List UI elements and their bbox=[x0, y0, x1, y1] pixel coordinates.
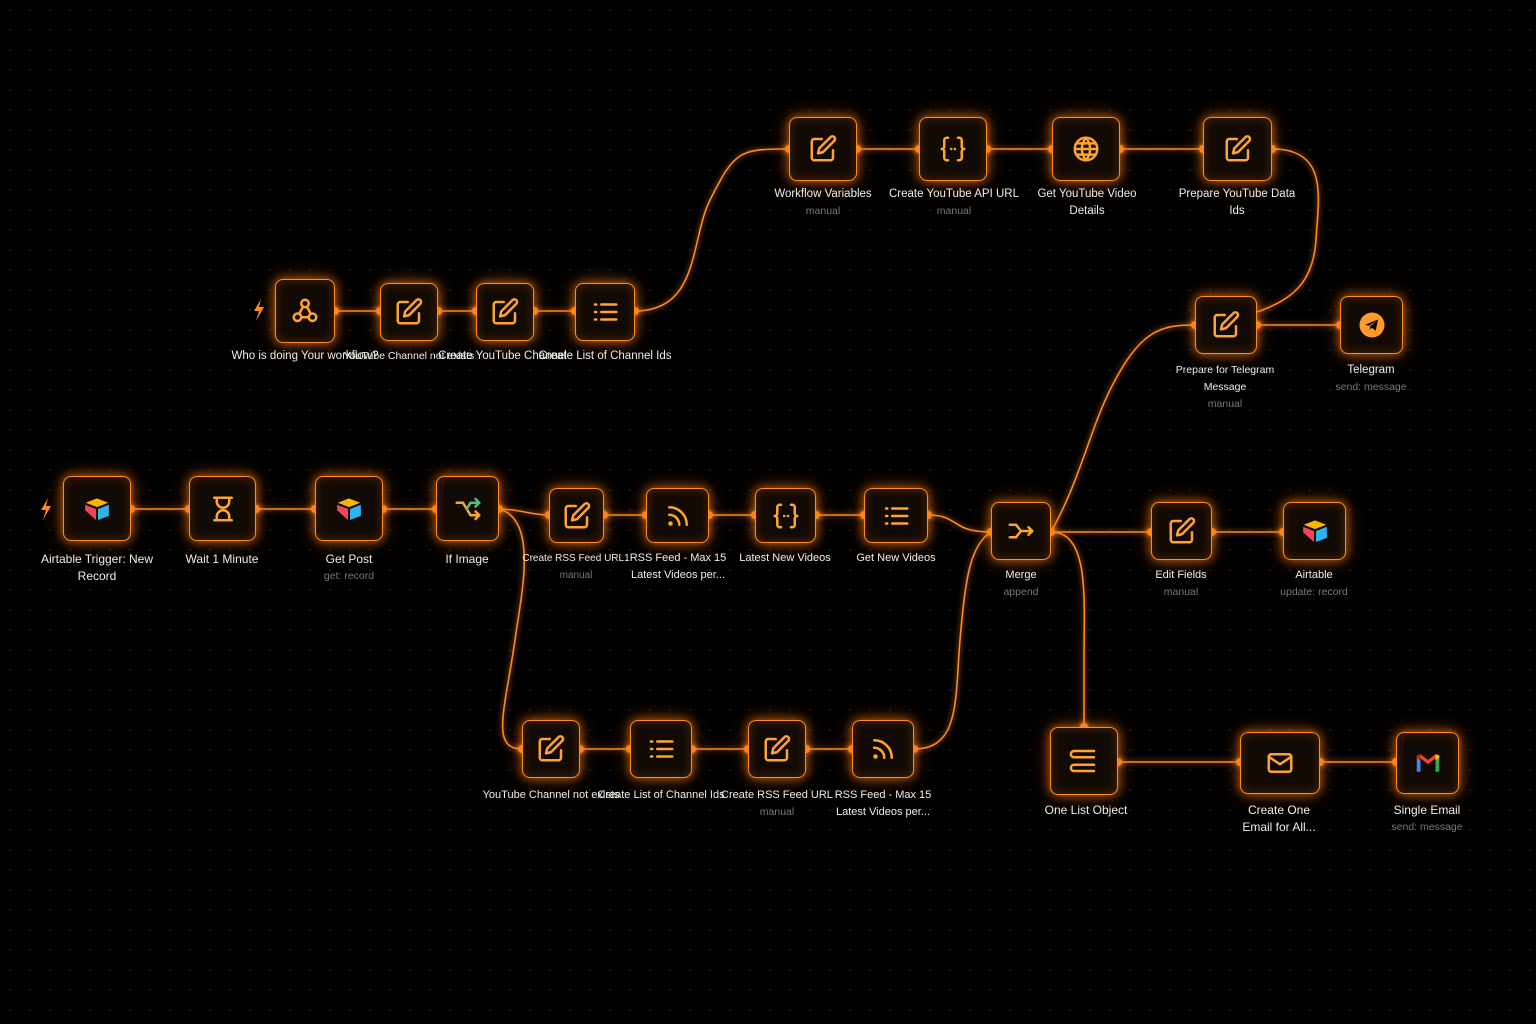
node-create-list-channel-ids-top[interactable] bbox=[575, 283, 635, 341]
node-create-youtube-api-url[interactable] bbox=[919, 117, 987, 181]
node-label: Create List of Channel Ids bbox=[597, 789, 725, 801]
mail-icon bbox=[1267, 753, 1293, 773]
node-wait[interactable] bbox=[189, 476, 256, 541]
connection-wire bbox=[1256, 148, 1320, 313]
airtable-icon bbox=[1302, 520, 1327, 542]
node-workflow-variables[interactable] bbox=[789, 117, 857, 181]
trigger-bolt-icon bbox=[41, 498, 51, 520]
node-create-youtube-channel[interactable] bbox=[476, 283, 534, 341]
node-who-is-doing[interactable] bbox=[275, 279, 335, 343]
connection-wire bbox=[498, 508, 526, 750]
hourglass-icon bbox=[212, 496, 233, 521]
node-latest-new-videos[interactable] bbox=[755, 488, 816, 543]
edit-icon bbox=[538, 735, 565, 762]
node-one-list-object[interactable] bbox=[1050, 727, 1118, 795]
edit-icon bbox=[1169, 517, 1195, 544]
airtable-icon bbox=[85, 497, 109, 520]
node-rss-feed-2[interactable] bbox=[852, 720, 914, 778]
node-label: One List Object bbox=[1044, 803, 1128, 817]
code-braces-icon bbox=[940, 136, 966, 162]
node-label: Get New Videos bbox=[856, 552, 936, 564]
node-label: Create YouTube Channel bbox=[438, 350, 567, 362]
connection-wire bbox=[927, 514, 992, 533]
node-create-list-channel-ids-bottom[interactable] bbox=[630, 720, 692, 778]
node-label: YouTube Channel not exists bbox=[482, 789, 620, 801]
list-icon bbox=[593, 303, 618, 321]
edit-icon bbox=[810, 135, 837, 162]
node-single-email[interactable] bbox=[1396, 732, 1459, 794]
node-telegram[interactable] bbox=[1340, 296, 1403, 354]
trigger-bolt-icon bbox=[254, 299, 264, 321]
rss-icon bbox=[873, 739, 893, 759]
edit-icon bbox=[1225, 135, 1251, 162]
rss-icon bbox=[667, 505, 688, 526]
node-label: Create List of Channel Ids bbox=[538, 350, 672, 362]
globe-icon bbox=[1073, 136, 1099, 162]
node-airtable-update[interactable] bbox=[1283, 502, 1346, 560]
node-airtable-trigger[interactable] bbox=[63, 476, 131, 541]
node-label: If Image bbox=[445, 552, 489, 566]
node-label: YouTube Channel not exists bbox=[343, 350, 475, 362]
node-yt-channel-not-exists-top[interactable] bbox=[380, 283, 438, 341]
edit-icon bbox=[764, 735, 791, 762]
node-create-rss-feed-url[interactable] bbox=[748, 720, 806, 778]
node-label: RSS Feed - Max 15 Latest Videos per... bbox=[629, 552, 727, 581]
webhook-icon bbox=[292, 298, 318, 323]
node-label: Create One Email for All... bbox=[1242, 803, 1316, 834]
code-braces-icon bbox=[773, 503, 798, 528]
connection-wire bbox=[498, 508, 550, 516]
node-get-new-videos[interactable] bbox=[864, 488, 928, 543]
flow-list-icon bbox=[1069, 749, 1096, 773]
node-get-post[interactable] bbox=[315, 476, 383, 541]
node-label: Wait 1 Minute bbox=[185, 552, 259, 566]
node-rss-feed-1[interactable] bbox=[646, 488, 709, 543]
connection-wire bbox=[1050, 324, 1196, 533]
node-yt-channel-not-exists-bottom[interactable] bbox=[522, 720, 580, 778]
connection-wire bbox=[1050, 531, 1086, 727]
node-merge[interactable] bbox=[991, 502, 1051, 560]
node-prepare-youtube-data-ids[interactable] bbox=[1203, 117, 1272, 181]
connection-wire bbox=[634, 148, 790, 312]
branch-icon bbox=[455, 497, 480, 520]
node-label: RSS Feed - Max 15 Latest Videos per... bbox=[834, 789, 932, 818]
edit-icon bbox=[564, 501, 590, 528]
connection-wire bbox=[913, 531, 992, 750]
node-create-one-email[interactable] bbox=[1240, 732, 1320, 794]
node-label: Latest New Videos bbox=[739, 552, 831, 564]
node-label: Get YouTube Video Details bbox=[1037, 188, 1137, 217]
node-prepare-for-telegram[interactable] bbox=[1195, 296, 1257, 354]
list-icon bbox=[884, 506, 909, 525]
node-label: Who is doing Your workflow? bbox=[231, 350, 379, 362]
node-label: Airtable Trigger: New Record bbox=[40, 552, 154, 583]
edit-icon bbox=[492, 298, 519, 325]
airtable-icon bbox=[337, 497, 361, 520]
node-create-rss-feed-url1[interactable] bbox=[549, 488, 604, 543]
node-edit-fields[interactable] bbox=[1151, 502, 1212, 560]
merge-icon bbox=[1008, 523, 1034, 539]
node-label: Prepare YouTube Data Ids bbox=[1178, 188, 1296, 217]
node-get-youtube-video-details[interactable] bbox=[1052, 117, 1120, 181]
gmail-icon bbox=[1416, 754, 1439, 772]
edit-icon bbox=[396, 298, 423, 325]
telegram-icon bbox=[1359, 312, 1384, 338]
list-icon bbox=[649, 740, 674, 758]
node-if-image[interactable] bbox=[436, 476, 499, 541]
edit-icon bbox=[1213, 311, 1240, 338]
